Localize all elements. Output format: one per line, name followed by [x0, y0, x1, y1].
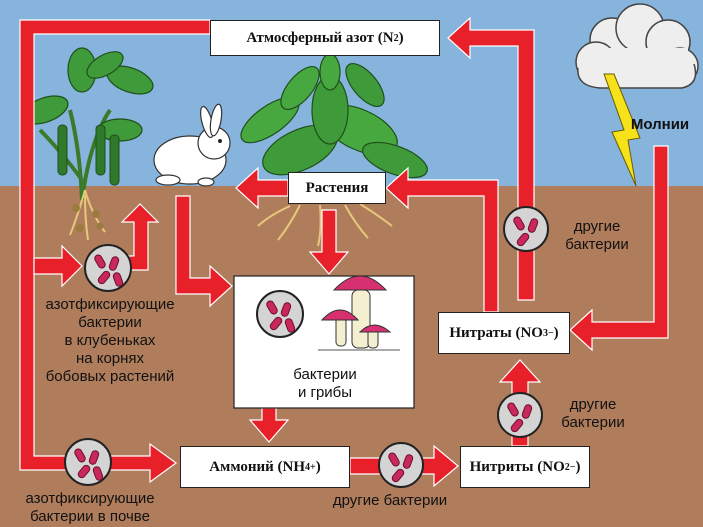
node-plants-text: Растения	[305, 179, 369, 196]
node-nitrites-sup: −	[569, 461, 576, 473]
label-nodule-bacteria: азотфиксирующие бактерии в клубеньках на…	[10, 296, 210, 386]
rabbit-icon	[153, 103, 231, 187]
bean-plant-icon	[21, 47, 154, 241]
leafy-plant-icon	[240, 53, 428, 247]
label-other-bacteria-top: другие бактерии	[552, 218, 642, 254]
bacteria-icon-other-bottom	[378, 442, 424, 488]
label-other-bacteria-top-line2: бактерии	[565, 236, 629, 253]
label-soil-bacteria-line1: азотфиксирующие	[25, 490, 155, 507]
arrow-nitrates-to-plants	[385, 166, 499, 313]
node-nitrites-close: )	[575, 458, 581, 475]
arrow-plants-to-rabbit	[235, 166, 289, 210]
node-nitrates-close: )	[553, 324, 559, 341]
label-decomposers: бактерии и грибы	[270, 366, 380, 402]
bacteria-icon-decomposers	[256, 290, 304, 338]
label-other-bacteria-bottom-text: другие бактерии	[332, 492, 448, 509]
label-soil-bacteria: азотфиксирующие бактерии в почве	[0, 490, 180, 526]
arrow-decomposers-to-ammonium	[248, 407, 290, 443]
bacteria-icon-soil	[64, 438, 112, 486]
mushroom-icon	[318, 275, 400, 351]
node-atmospheric-nitrogen-text: Атмосферный азот (N	[246, 29, 394, 46]
label-nodule-bacteria-line3: в клубеньках	[64, 332, 156, 349]
bacteria-icon-other-mid	[497, 392, 543, 438]
label-lightning: Молнии	[618, 116, 702, 134]
label-nodule-bacteria-line2: бактерии	[78, 314, 142, 331]
label-nodule-bacteria-line5: бобовых растений	[45, 368, 175, 385]
arrow-rabbit-to-decomposers	[175, 195, 233, 308]
label-decomposers-line2: и грибы	[297, 384, 353, 401]
label-decomposers-line1: бактерии	[293, 366, 357, 383]
node-ammonium-close: )	[315, 458, 321, 475]
label-soil-bacteria-line2: бактерии в почве	[30, 508, 150, 525]
node-nitrites-sub: 2	[564, 461, 570, 473]
label-lightning-text: Молнии	[630, 116, 690, 133]
node-nitrites-text: Нитриты (NO	[469, 458, 565, 475]
arrow-plants-to-decomposers	[308, 209, 350, 275]
label-nodule-bacteria-line1: азотфиксирующие	[45, 296, 175, 313]
node-nitrates-sup: −	[547, 327, 554, 339]
arrow-nodules-to-roots	[120, 203, 160, 271]
arrow-soil-to-nodules	[33, 244, 83, 288]
node-nitrates-text: Нитраты (NO	[449, 324, 543, 341]
arrow-nitrates-to-n2	[447, 16, 535, 301]
node-ammonium-sub: 4	[305, 461, 311, 473]
bacteria-icon-other-top	[503, 206, 549, 252]
label-other-bacteria-bottom: другие бактерии	[310, 492, 470, 510]
node-plants: Растения	[288, 172, 386, 204]
label-other-bacteria-mid-line1: другие	[569, 396, 617, 413]
label-other-bacteria-mid-line2: бактерии	[561, 414, 625, 431]
node-atmospheric-nitrogen-sub: 2	[393, 32, 399, 44]
bacteria-icon-nodules	[84, 244, 132, 292]
lightning-icon	[603, 73, 641, 187]
arrow-lightning-to-nitrates	[569, 145, 669, 352]
node-atmospheric-nitrogen-close: )	[398, 29, 404, 46]
label-other-bacteria-mid: другие бактерии	[548, 396, 638, 432]
label-nodule-bacteria-line4: на корнях	[75, 350, 145, 367]
node-ammonium-text: Аммоний (NH	[209, 458, 306, 475]
node-ammonium-sup: +	[310, 461, 316, 473]
node-nitrates-sub: 3	[542, 327, 548, 339]
label-other-bacteria-top-line1: другие	[573, 218, 621, 235]
